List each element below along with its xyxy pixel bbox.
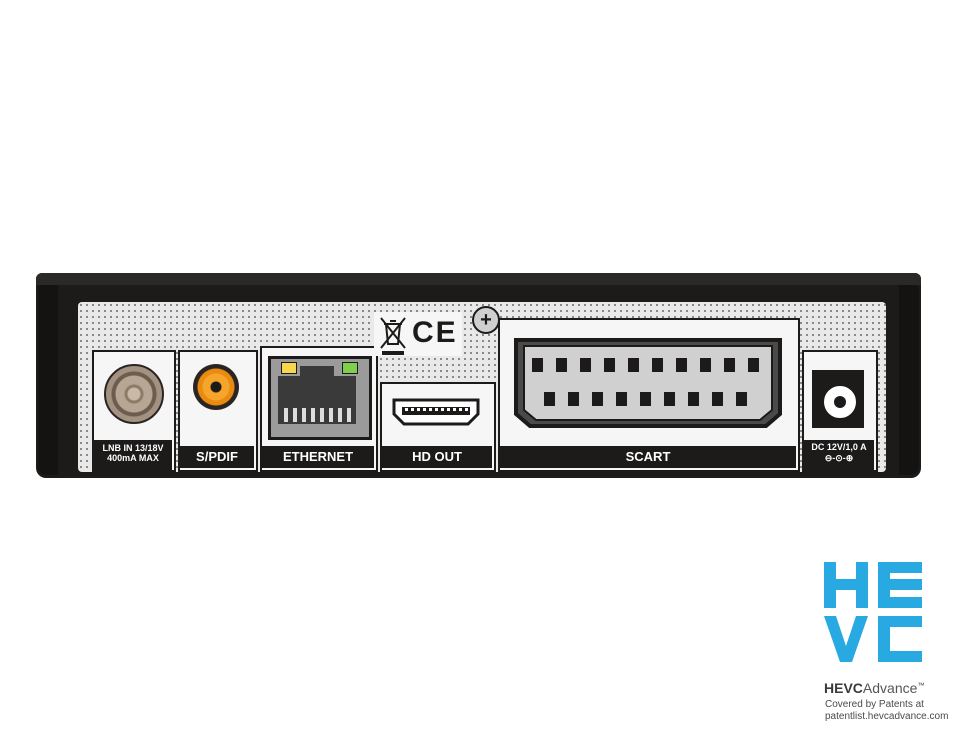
weee-bin-icon	[380, 317, 406, 355]
screw-cross-icon: +	[480, 309, 492, 331]
spdif-label: S/PDIF	[180, 446, 254, 468]
compliance-marks-area	[374, 312, 462, 356]
hevc-brand-light: Advance	[862, 680, 918, 696]
hdmi-port[interactable]	[392, 398, 480, 426]
ethernet-pin	[347, 408, 351, 422]
lnb-in-label-line1: LNB IN 13/18V	[102, 443, 164, 453]
ethernet-pin	[329, 408, 333, 422]
spdif-rca-jack[interactable]	[193, 364, 239, 410]
hevc-patent-note-line2: patentlist.hevcadvance.com	[825, 711, 949, 722]
lnb-f-connector[interactable]	[104, 364, 164, 424]
ethernet-pin	[302, 408, 306, 422]
device-top-edge	[36, 273, 921, 285]
panel-screw	[472, 306, 500, 334]
device-left-side	[38, 285, 58, 475]
ethernet-label: ETHERNET	[262, 446, 374, 468]
dc-polarity-icon: ⊖-⊙-⊕	[824, 453, 854, 463]
hevc-patent-note-line1: Covered by Patents at	[825, 699, 924, 710]
ce-mark: CE	[412, 316, 458, 349]
hevc-advance-logo-icon	[824, 562, 922, 662]
ethernet-port-cavity	[278, 376, 356, 424]
ethernet-led-yellow	[281, 362, 297, 374]
ethernet-led-green	[342, 362, 358, 374]
lnb-in-label-line2: 400mA MAX	[107, 453, 159, 463]
ethernet-pin	[338, 408, 342, 422]
hevc-brand-bold: HEVC	[824, 680, 863, 696]
ethernet-pin	[311, 408, 315, 422]
ethernet-pin	[293, 408, 297, 422]
ethernet-port-tab	[300, 366, 334, 378]
dc-in-label-line1: DC 12V/1,0 A	[811, 442, 867, 452]
device-right-side	[899, 285, 919, 475]
dc-in-label: DC 12V/1,0 A ⊖-⊙-⊕	[804, 440, 874, 470]
hevc-trademark: ™	[917, 682, 925, 690]
lnb-in-label: LNB IN 13/18V 400mA MAX	[94, 440, 172, 471]
scart-connector[interactable]	[510, 336, 786, 428]
ethernet-pin	[320, 408, 324, 422]
scart-label: SCART	[500, 446, 796, 468]
hevc-advance-wordmark: HEVCAdvance™	[824, 680, 924, 696]
dc-jack-pin	[834, 396, 846, 408]
hdmi-out-label: HD OUT	[382, 446, 492, 468]
ethernet-pin	[284, 408, 288, 422]
